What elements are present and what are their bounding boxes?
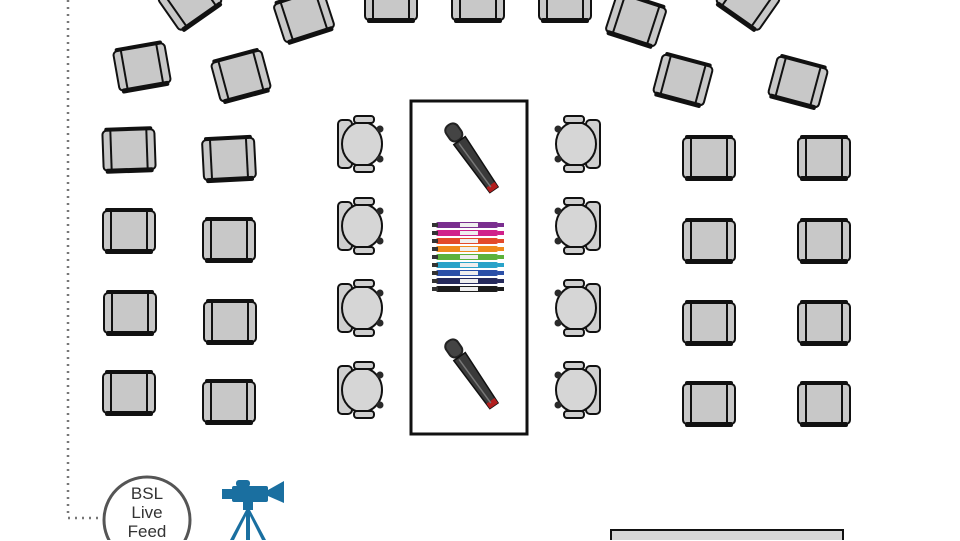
right-chair bbox=[682, 134, 736, 182]
left-chair bbox=[101, 125, 157, 175]
left-chair bbox=[203, 298, 257, 346]
left-chair bbox=[102, 369, 156, 417]
right-chair bbox=[682, 217, 736, 265]
bsl-label-line2: Live bbox=[131, 503, 163, 522]
marker-pens-icon bbox=[432, 222, 504, 292]
arc-chair bbox=[154, 0, 226, 35]
table-chair-left bbox=[337, 279, 385, 337]
arc-chair bbox=[364, 0, 418, 24]
table-chair-right bbox=[553, 361, 601, 419]
arc-chair bbox=[765, 52, 831, 112]
left-chair bbox=[202, 216, 256, 264]
left-chair bbox=[200, 133, 258, 185]
feed-line bbox=[66, 0, 102, 520]
arc-chair bbox=[712, 0, 784, 35]
left-chair bbox=[103, 289, 157, 337]
table-chair-left bbox=[337, 115, 385, 173]
arc-chair bbox=[271, 0, 337, 47]
bsl-label-line3: Feed bbox=[127, 522, 167, 541]
table-chair-right bbox=[553, 279, 601, 337]
table-chair-right bbox=[553, 197, 601, 255]
arc-chair bbox=[650, 50, 716, 110]
arc-chair bbox=[208, 46, 274, 106]
arc-chair bbox=[451, 0, 505, 24]
right-chair bbox=[797, 299, 851, 347]
right-chair bbox=[797, 134, 851, 182]
bsl-label-line1: BSL bbox=[130, 484, 164, 503]
arc-chair bbox=[538, 0, 592, 24]
right-chair bbox=[682, 380, 736, 428]
right-chair bbox=[797, 217, 851, 265]
arc-chair bbox=[603, 0, 669, 51]
table-chair-left bbox=[337, 197, 385, 255]
presentation-table bbox=[610, 529, 844, 540]
left-chair bbox=[202, 378, 256, 426]
right-chair bbox=[797, 380, 851, 428]
arc-chair bbox=[111, 38, 173, 96]
video-camera-icon bbox=[222, 480, 284, 540]
bsl-feed-circle bbox=[102, 475, 192, 540]
bsl-live-feed-label: BSL Live Feed bbox=[104, 484, 190, 541]
table-chair-left bbox=[337, 361, 385, 419]
left-chair bbox=[102, 207, 156, 255]
table-chair-right bbox=[553, 115, 601, 173]
right-chair bbox=[682, 299, 736, 347]
